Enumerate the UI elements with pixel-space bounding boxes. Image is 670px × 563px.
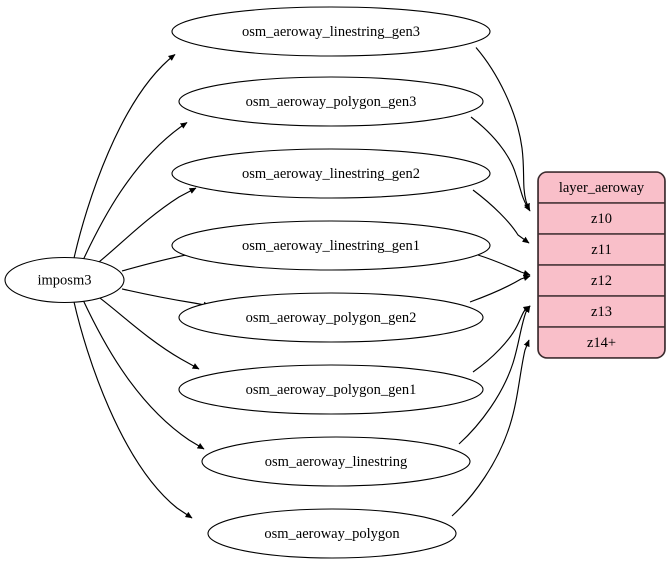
table-row-label-z14plus: z14+ xyxy=(587,335,616,351)
node-osm-aeroway-linestring-gen1[interactable]: osm_aeroway_linestring_gen1 xyxy=(171,220,491,271)
ellipse-node-group: osm_aeroway_linestring_gen3 osm_aeroway_p… xyxy=(171,6,491,559)
table-row-cell-z14plus[interactable] xyxy=(538,326,665,358)
table-row-label-z11: z11 xyxy=(591,242,611,258)
node-osm-aeroway-linestring[interactable]: osm_aeroway_linestring xyxy=(201,436,471,487)
osm-aeroway-linestring-ellipse[interactable] xyxy=(201,436,471,487)
table-row-cell-z13[interactable] xyxy=(538,295,665,328)
edge-polygon-gen2-to-z12 xyxy=(469,275,531,303)
imposm3-label: imposm3 xyxy=(38,272,92,288)
osm-aeroway-polygon-ellipse[interactable] xyxy=(207,508,457,559)
osm-aeroway-polygon-gen1-ellipse[interactable] xyxy=(178,364,484,415)
node-osm-aeroway-linestring-gen3[interactable]: osm_aeroway_linestring_gen3 xyxy=(171,6,491,57)
osm-aeroway-polygon-gen1-label: osm_aeroway_polygon_gen1 xyxy=(246,382,417,398)
osm-aeroway-linestring-gen1-label: osm_aeroway_linestring_gen1 xyxy=(242,238,420,254)
table-row-label-z13: z13 xyxy=(591,304,612,320)
edge-imposm3-to-linestring xyxy=(82,299,205,450)
osm-aeroway-polygon-gen3-ellipse[interactable] xyxy=(178,76,484,127)
osm-aeroway-linestring-gen2-label: osm_aeroway_linestring_gen2 xyxy=(242,166,420,182)
osm-aeroway-linestring-gen1-ellipse[interactable] xyxy=(171,220,491,271)
node-osm-aeroway-polygon-gen2[interactable]: osm_aeroway_polygon_gen2 xyxy=(178,292,484,343)
edge-polygon-gen3-to-z10 xyxy=(470,116,531,212)
osm-aeroway-polygon-gen3-label: osm_aeroway_polygon_gen3 xyxy=(246,94,417,110)
table-header-label: layer_aeroway xyxy=(559,180,645,196)
table-row-label-z12: z12 xyxy=(591,273,612,289)
edge-group-source xyxy=(73,54,213,519)
osm-aeroway-polygon-gen2-ellipse[interactable] xyxy=(178,292,484,343)
edge-imposm3-to-polygon-gen1 xyxy=(97,296,200,370)
osm-aeroway-polygon-gen2-label: osm_aeroway_polygon_gen2 xyxy=(246,310,417,326)
edge-polygon-to-z14plus xyxy=(451,339,530,517)
edge-imposm3-to-linestring-gen3 xyxy=(73,54,176,259)
table-outline xyxy=(537,171,666,359)
table-row-cell-z12[interactable] xyxy=(538,264,665,297)
osm-aeroway-linestring-label: osm_aeroway_linestring xyxy=(265,454,408,470)
osm-aeroway-linestring-gen2-ellipse[interactable] xyxy=(171,148,491,199)
node-layer-aeroway-table[interactable]: layer_aeroway z10 z11 z12 z13 z14+ xyxy=(537,171,666,359)
node-imposm3[interactable]: imposm3 xyxy=(4,256,125,304)
imposm3-ellipse[interactable] xyxy=(4,256,125,304)
node-osm-aeroway-polygon[interactable]: osm_aeroway_polygon xyxy=(207,508,457,559)
edge-imposm3-to-polygon-gen2 xyxy=(121,288,211,308)
edge-linestring-gen3-to-z10 xyxy=(475,47,530,211)
node-osm-aeroway-polygon-gen3[interactable]: osm_aeroway_polygon_gen3 xyxy=(178,76,484,127)
edge-linestring-to-z13 xyxy=(458,305,531,445)
edge-imposm3-to-polygon xyxy=(73,301,193,519)
osm-aeroway-linestring-gen3-ellipse[interactable] xyxy=(171,6,491,57)
edge-linestring-gen1-to-z12 xyxy=(477,254,531,276)
edge-imposm3-to-linestring-gen2 xyxy=(96,187,197,265)
table-row-label-z10: z10 xyxy=(591,211,612,227)
edge-imposm3-to-polygon-gen3 xyxy=(82,122,188,261)
edge-linestring-gen2-to-z11 xyxy=(472,189,530,244)
node-osm-aeroway-polygon-gen1[interactable]: osm_aeroway_polygon_gen1 xyxy=(178,364,484,415)
osm-aeroway-polygon-label: osm_aeroway_polygon xyxy=(264,526,400,542)
node-osm-aeroway-linestring-gen2[interactable]: osm_aeroway_linestring_gen2 xyxy=(171,148,491,199)
edge-group-table xyxy=(451,47,531,517)
osm-aeroway-linestring-gen3-label: osm_aeroway_linestring_gen3 xyxy=(242,24,420,40)
